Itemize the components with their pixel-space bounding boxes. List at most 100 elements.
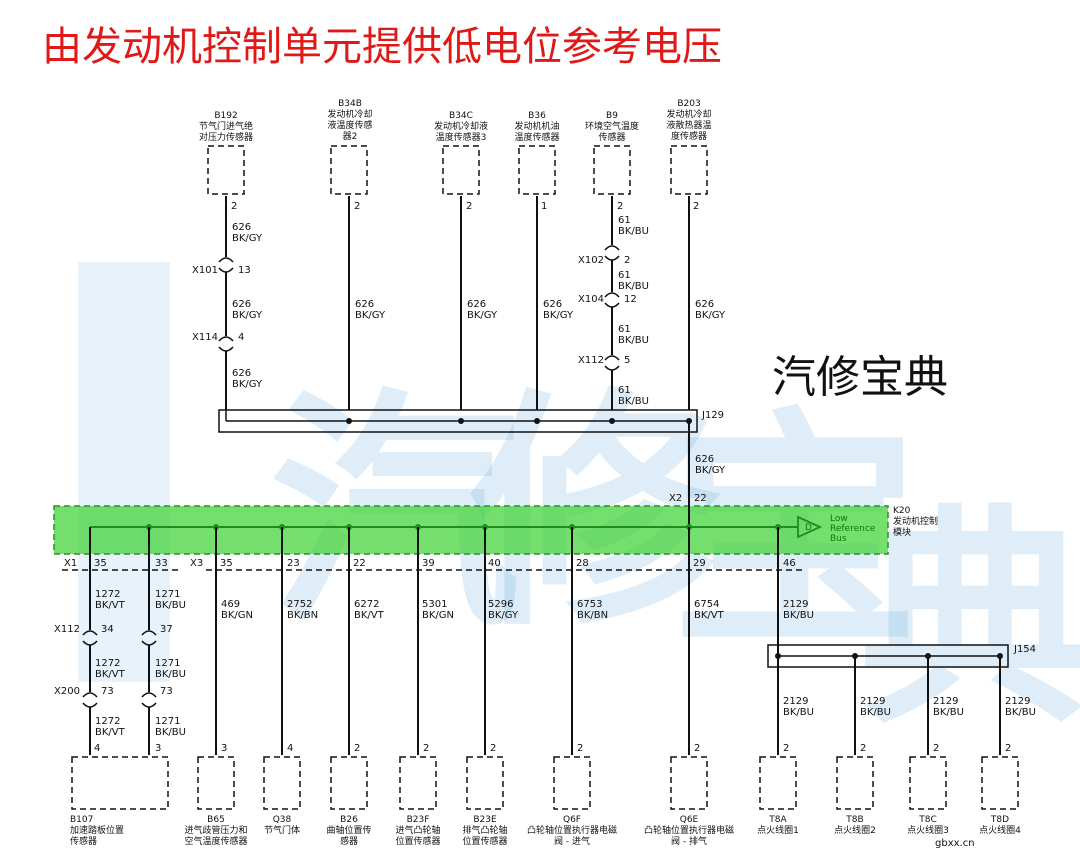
device-name: 位置传感器 [462, 835, 507, 847]
wire-color: BK/GN [422, 610, 454, 621]
wire-color: BK/BU [155, 669, 186, 680]
bottom-device-q38: 4 Q38 节气门体 [263, 743, 301, 836]
device-pin: 2 [577, 743, 583, 754]
connector-x114-icon [218, 336, 234, 342]
wire-color: BK/GY [467, 310, 498, 321]
pin-number: 35 [94, 558, 107, 569]
connector-id: X101 [192, 265, 218, 276]
connector-id: X200 [54, 686, 80, 697]
device-name: 阀 - 进气 [554, 835, 590, 847]
wire-number: 2752 [287, 599, 312, 610]
device-id: B65 [207, 815, 225, 825]
wire-color: BK/GY [232, 310, 263, 321]
device-box [71, 756, 169, 810]
device-name: 点火线圈1 [757, 824, 799, 836]
diagram-title: 由发动机控制单元提供低电位参考电压 [42, 24, 722, 70]
wire-color: BK/BU [618, 281, 649, 292]
device-name: 传感器 [70, 835, 97, 847]
wire-number: 626 [695, 454, 714, 465]
coil-wires: 2129 BK/BU 2129 BK/BU 2129 BK/BU 2129 BK… [777, 656, 1036, 755]
pin-number: 46 [783, 558, 796, 569]
connector-id: X114 [192, 332, 218, 343]
module-name-line1: 发动机控制 [893, 515, 938, 527]
wire-number: 2129 [860, 696, 885, 707]
wire-color: BK/BU [783, 610, 814, 621]
bus-label-line1: Low [830, 514, 848, 524]
bottom-device-t8a: 2 T8A 点火线圈1 [757, 743, 799, 836]
device-name: 空气温度传感器 [184, 835, 247, 847]
device-box [981, 756, 1019, 810]
sensor-box [670, 145, 708, 195]
connector-pin: 37 [160, 624, 173, 635]
wire-number: 469 [221, 599, 240, 610]
sensor-box [207, 145, 245, 195]
connector-x101-icon [218, 257, 234, 263]
brand-logo: 汽修宝典 [772, 352, 948, 403]
splice-id: J129 [701, 410, 724, 421]
sensor-name: 液散热器温 [666, 119, 711, 131]
device-id: B23E [473, 815, 497, 825]
bottom-device-t8b: 2 T8B 点火线圈2 [834, 743, 876, 836]
sensor-box [330, 145, 368, 195]
connector-id: X104 [578, 294, 604, 305]
connector-x104-icon [604, 292, 620, 298]
wire-number: 5296 [488, 599, 513, 610]
device-box [263, 756, 301, 810]
device-pin: 4 [94, 743, 100, 754]
wire-number: 626 [467, 299, 486, 310]
wire-color: BK/BU [618, 226, 649, 237]
device-name: 进气歧管压力和 [184, 824, 247, 836]
site-watermark: gbxx.cn [935, 838, 975, 849]
device-id: B26 [340, 815, 358, 825]
device-name: 凸轮轴位置执行器电磁 [644, 824, 734, 836]
connector-pin: 13 [238, 265, 251, 276]
bottom-device-b23e: 2 B23E 排气凸轮轴 位置传感器 [462, 743, 507, 847]
sensor-pin: 2 [466, 201, 472, 212]
device-pin: 4 [287, 743, 293, 754]
device-box [399, 756, 437, 810]
device-box [670, 756, 708, 810]
connector-pin: 73 [101, 686, 114, 697]
sensor-name: 环境空气温度 [585, 120, 639, 132]
connector-x200-icon [82, 692, 98, 698]
device-id: T8A [768, 815, 787, 825]
bus-label-line2: Reference [830, 524, 876, 534]
device-box [909, 756, 947, 810]
wire-color: BK/VT [95, 600, 126, 611]
device-box [836, 756, 874, 810]
sensor-id: B36 [528, 111, 546, 121]
bottom-device-q6e: 2 Q6E 凸轮轴位置执行器电磁 阀 - 排气 [644, 743, 734, 847]
wire-number: 2129 [783, 599, 808, 610]
device-name: 进气凸轮轴 [395, 824, 440, 836]
connector-pin: 2 [624, 255, 630, 266]
wire-color: BK/GY [232, 379, 263, 390]
top-sensor-b34c: B34C 发动机冷却液 温度传感器3 2 [434, 111, 488, 212]
wire-number: 626 [543, 299, 562, 310]
sensor-name: 传感器 [598, 131, 625, 143]
top-wires [218, 196, 690, 410]
wire-number: 61 [618, 385, 631, 396]
wire-number: 6754 [694, 599, 719, 610]
sensor-pin: 2 [354, 201, 360, 212]
wire-number: 61 [618, 270, 631, 281]
wire-number: 1272 [95, 716, 120, 727]
wire-color: BK/BN [287, 610, 318, 621]
top-sensor-b203: B203 发动机冷却 液散热器温 度传感器 2 [666, 99, 711, 212]
top-sensor-b34b: B34B 发动机冷却 液温度传感 器2 2 [327, 99, 372, 212]
device-pin: 2 [1005, 743, 1011, 754]
device-pin: 2 [354, 743, 360, 754]
bus-symbol: D [805, 523, 812, 533]
connector-id: X2 [669, 493, 682, 504]
device-pin: 2 [933, 743, 939, 754]
pin-number: 40 [488, 558, 501, 569]
sensor-name: 节气门进气绝 [199, 120, 253, 132]
wire-number: 626 [232, 368, 251, 379]
wire-color: BK/VT [694, 610, 725, 621]
connector-id: X112 [578, 355, 604, 366]
sensor-name: 发动机机油 [514, 120, 559, 132]
wire-number: 1271 [155, 716, 180, 727]
device-id: Q6F [563, 815, 581, 825]
wire-color: BK/GY [232, 233, 263, 244]
device-name: 节气门体 [264, 824, 300, 836]
sensor-name: 对压力传感器 [199, 131, 253, 143]
